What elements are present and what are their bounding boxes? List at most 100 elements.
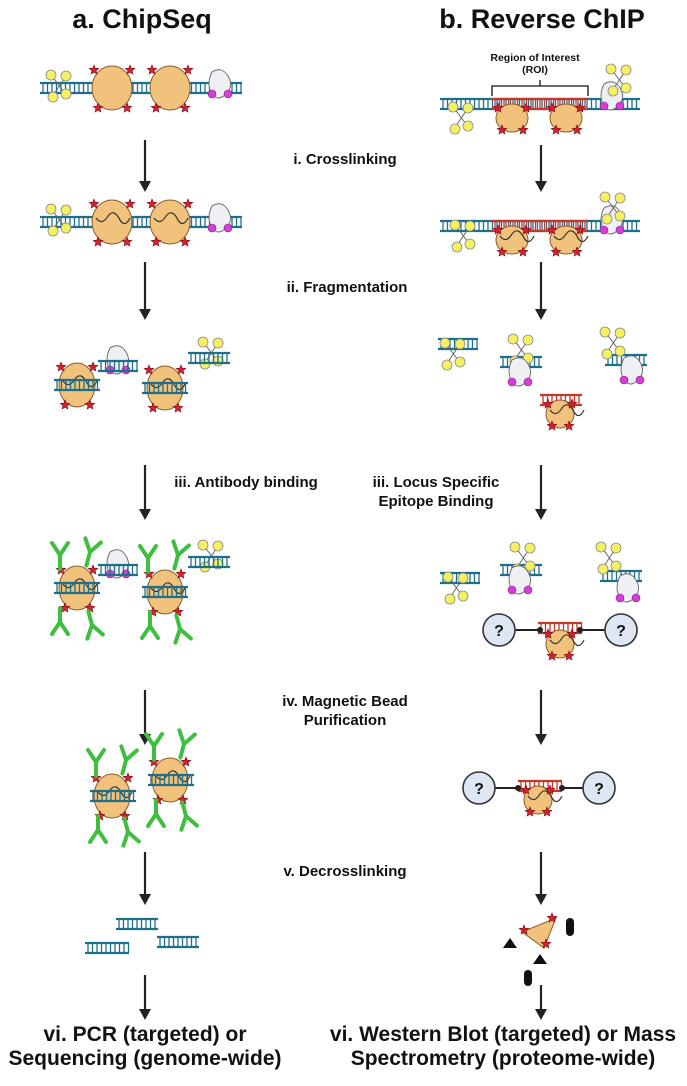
histone-mark-star-icon (150, 102, 162, 113)
grey-protein-icon (207, 203, 233, 233)
yellow-protein-icon (599, 326, 626, 360)
dna-icon (188, 555, 230, 569)
histone-mark-star-icon (92, 236, 104, 247)
nucleosome-icon (146, 64, 194, 113)
nucleosome-icon (492, 102, 532, 135)
peptide-fragment-icon (503, 938, 517, 948)
histone-mark-star-icon (541, 806, 553, 817)
antibody-icon (171, 539, 191, 571)
histone-mark-star-icon (121, 102, 133, 113)
histone-mark-star-icon (182, 64, 194, 75)
roi-label-line2: (ROI) (522, 64, 548, 76)
antibody-icon (140, 610, 160, 640)
step-bead-line2: Purification (303, 712, 387, 729)
antibody-icon (85, 609, 105, 641)
final-chipseq-line2: Sequencing (genome-wide) (8, 1047, 282, 1070)
histone-mark-star-icon (88, 64, 100, 75)
dna-icon (90, 789, 136, 803)
histone-mark-star-icon (124, 64, 136, 75)
chipseq-chromatin-native (40, 64, 242, 113)
histone-mark-star-icon (87, 361, 99, 372)
histone-mark-star-icon (92, 102, 104, 113)
yellow-protein-icon (449, 219, 476, 253)
step-decrosslinking: v. Decrosslinking (283, 863, 407, 880)
arrow-down-icon (535, 852, 547, 905)
grey-protein-icon (619, 355, 645, 385)
dna-icon (142, 381, 188, 395)
arrow-down-icon (535, 985, 547, 1020)
nucleosome-icon (542, 628, 585, 661)
histone-mark-star-icon (496, 124, 508, 135)
reverse-chromatin-native (440, 63, 640, 135)
bead-question-mark: ? (616, 623, 626, 640)
histone-mark-star-icon (546, 102, 558, 113)
dna-icon (54, 581, 100, 595)
histone-mark-star-icon (542, 628, 554, 639)
antibody-icon (173, 613, 193, 645)
antibody-icon (83, 536, 103, 568)
histone-mark-star-icon (84, 602, 96, 613)
histone-mark-star-icon (520, 102, 532, 113)
yellow-protein-icon (45, 69, 72, 103)
antibody-icon (121, 816, 141, 848)
histone-mark-star-icon (172, 402, 184, 413)
histone-mark-star-icon (563, 420, 575, 431)
reverse-purified: ?? (462, 771, 616, 817)
chipseq-free-dna (85, 917, 199, 955)
step-locus-line2: Epitope Binding (378, 493, 494, 510)
roi-label-line1: Region of Interest (490, 52, 580, 64)
histone-mark-star-icon (146, 64, 158, 75)
histone-mark-star-icon (518, 924, 530, 935)
histone-mark-star-icon (59, 602, 71, 613)
histone-mark-star-icon (544, 784, 556, 795)
reverse-fragments (438, 326, 647, 431)
arrow-down-icon (535, 145, 547, 192)
antibody-icon (177, 728, 197, 760)
yellow-protein-icon (595, 541, 622, 575)
histone-mark-star-icon (88, 198, 100, 209)
histone-mark-star-icon (524, 806, 536, 817)
histone-mark-star-icon (492, 224, 504, 235)
chipseq-antibody-bound (50, 536, 230, 645)
magnetic-bead-icon: ? (462, 771, 496, 805)
bead-question-mark: ? (494, 623, 504, 640)
dna-fragment-icon (85, 941, 130, 955)
reverse-peptides (503, 912, 574, 986)
histone-mark-star-icon (121, 236, 133, 247)
antibody-icon (50, 606, 70, 636)
histone-mark-star-icon (182, 198, 194, 209)
magnetic-bead-icon: ? (482, 613, 516, 647)
nucleosome-icon (88, 64, 136, 113)
grey-protein-icon (207, 69, 233, 99)
histone-mark-star-icon (87, 564, 99, 575)
title-chipseq: a. ChipSeq (72, 4, 212, 34)
histone-mark-star-icon (175, 364, 187, 375)
final-chipseq-line1: vi. PCR (targeted) or (43, 1023, 247, 1046)
histone-mark-star-icon (520, 784, 532, 795)
antibody-icon (50, 541, 70, 571)
dna-icon (142, 585, 188, 599)
final-reverse-chip: vi. Western Blot (targeted) or Mass Spec… (322, 1023, 684, 1071)
dna-fragment-icon (116, 917, 158, 931)
dna-icon (98, 563, 138, 577)
arrow-down-icon (535, 690, 547, 745)
final-chipseq: vi. PCR (targeted) or Sequencing (genome… (0, 1023, 290, 1071)
antibody-icon (86, 748, 106, 778)
step-antibody-binding: iii. Antibody binding (174, 474, 318, 491)
grey-protein-icon (507, 565, 533, 595)
histone-mark-star-icon (574, 102, 586, 113)
histone-mark-star-icon (542, 398, 554, 409)
histone-mark-star-icon (566, 398, 578, 409)
histone-mark-star-icon (571, 124, 583, 135)
antibody-icon (138, 544, 158, 574)
chipseq-chromatin-crosslinked (40, 198, 242, 247)
antibody-icon (144, 732, 164, 762)
antibody-icon (119, 744, 139, 776)
peptide-fragment-icon (533, 954, 547, 964)
nucleosome-icon (148, 756, 192, 805)
nucleosome-icon (520, 784, 563, 817)
dna-icon (148, 773, 194, 787)
nucleosome-icon (55, 361, 99, 410)
dna-icon (188, 351, 230, 365)
